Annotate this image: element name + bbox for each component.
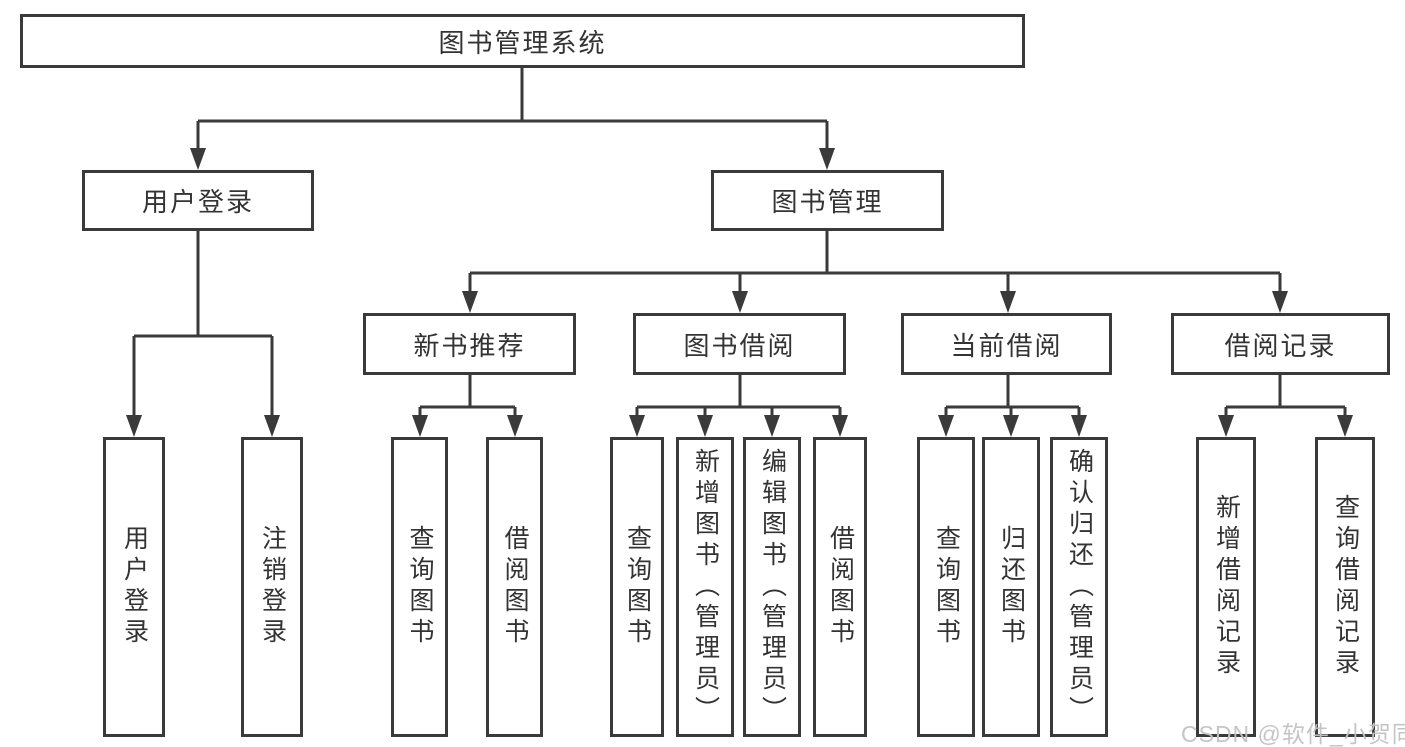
leaf-query-books-3: 查询图书 bbox=[917, 437, 975, 737]
leaf-confirm-return-admin-label: 确认归还（管理员） bbox=[1065, 447, 1094, 727]
connector-book-borrow-to-leaves bbox=[629, 375, 848, 437]
leaf-query-borrow-record-label: 查询借阅记录 bbox=[1331, 494, 1360, 680]
leaf-edit-books-admin: 编辑图书（管理员） bbox=[743, 437, 801, 737]
leaf-borrow-books-2-label: 借阅图书 bbox=[826, 525, 855, 649]
connector-cur-borrow-to-leaves bbox=[938, 375, 1087, 437]
leaf-query-borrow-record: 查询借阅记录 bbox=[1315, 437, 1375, 737]
node-library-management-system: 图书管理系统 bbox=[20, 14, 1025, 68]
leaf-edit-books-admin-label: 编辑图书（管理员） bbox=[758, 447, 787, 727]
node-user-login: 用户登录 bbox=[82, 170, 314, 231]
leaf-confirm-return-admin: 确认归还（管理员） bbox=[1050, 437, 1108, 737]
leaf-add-books-admin: 新增图书（管理员） bbox=[676, 437, 734, 737]
leaf-add-books-admin-label: 新增图书（管理员） bbox=[691, 447, 720, 727]
csdn-watermark: CSDN @软件_小贺同学 bbox=[1181, 721, 1405, 747]
leaf-query-books-2-label: 查询图书 bbox=[623, 525, 652, 649]
connector-user-login-to-leaves bbox=[126, 231, 280, 437]
leaf-return-books: 归还图书 bbox=[982, 437, 1040, 737]
leaf-borrow-books-1: 借阅图书 bbox=[486, 437, 543, 737]
connector-new-rec-to-leaves bbox=[412, 375, 523, 437]
leaf-query-books-2: 查询图书 bbox=[610, 437, 664, 737]
connector-root-to-level2 bbox=[190, 68, 835, 170]
leaf-return-books-label: 归还图书 bbox=[997, 525, 1026, 649]
node-book-borrowing: 图书借阅 bbox=[633, 313, 846, 375]
leaf-query-books-1-label: 查询图书 bbox=[406, 525, 434, 649]
node-new-book-recommendation: 新书推荐 bbox=[363, 313, 576, 375]
node-book-management: 图书管理 bbox=[711, 170, 944, 231]
node-current-borrowing: 当前借阅 bbox=[901, 313, 1112, 375]
leaf-query-books-3-label: 查询图书 bbox=[932, 525, 961, 649]
leaf-query-books-1: 查询图书 bbox=[391, 437, 448, 737]
node-borrowing-records: 借阅记录 bbox=[1171, 313, 1390, 375]
leaf-add-borrow-record-label: 新增借阅记录 bbox=[1212, 494, 1241, 680]
leaf-user-login: 用户登录 bbox=[103, 437, 165, 737]
leaf-borrow-books-1-label: 借阅图书 bbox=[501, 525, 529, 649]
leaf-logout: 注销登录 bbox=[241, 437, 303, 737]
connector-records-to-leaves bbox=[1218, 375, 1353, 437]
leaf-borrow-books-2: 借阅图书 bbox=[813, 437, 867, 737]
leaf-user-login-label: 用户登录 bbox=[120, 525, 149, 649]
leaf-logout-label: 注销登录 bbox=[258, 525, 287, 649]
connector-book-mgmt-to-level3 bbox=[462, 231, 1288, 313]
leaf-add-borrow-record: 新增借阅记录 bbox=[1196, 437, 1256, 737]
